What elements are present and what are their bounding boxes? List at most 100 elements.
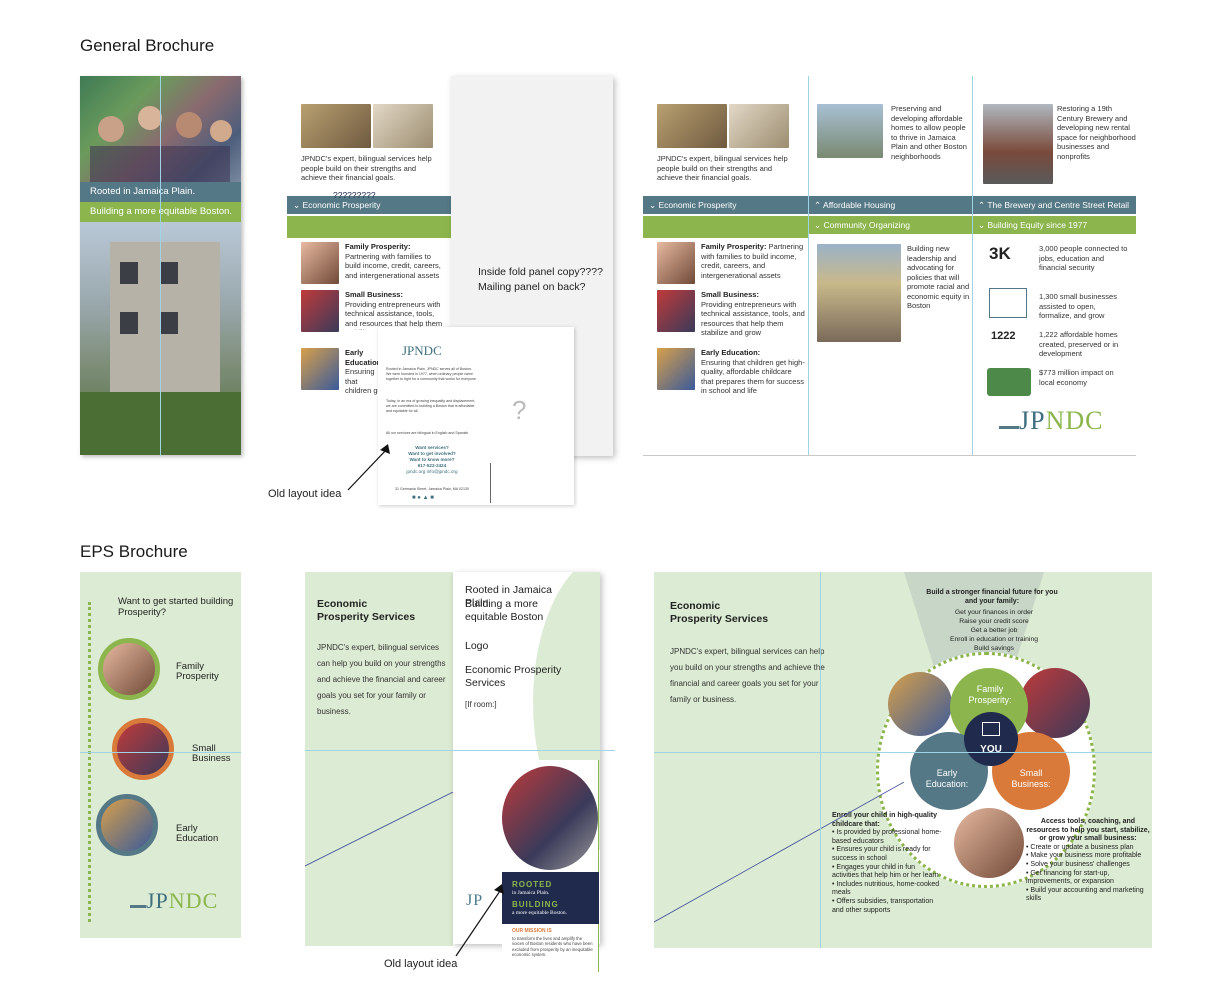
logo-bars-icon (130, 893, 146, 908)
money-stack-icon (987, 368, 1031, 396)
chevron-down-icon: ⌄ (293, 200, 301, 210)
eps-cover-business: Small Business (192, 743, 231, 764)
circle-education-photo (888, 672, 952, 736)
green-bar (643, 216, 808, 238)
wheel-top-heading: Build a stronger financial future for yo… (926, 589, 1058, 605)
wheel-top-list: Get your finances in order Raise your cr… (949, 609, 1039, 652)
wheel-right-block: Access tools, coaching, and resources to… (1026, 818, 1150, 903)
diagonal-line (654, 782, 905, 923)
chevron-down-icon: ⌄ (978, 220, 986, 230)
guide-line (305, 750, 615, 751)
housing-bar: ⌃ Affordable Housing (808, 196, 972, 214)
section-title-general: General Brochure (80, 36, 215, 55)
photo-housing (817, 104, 883, 158)
wheel-education-label: Early Education: (925, 768, 969, 789)
eps-services-panel: Economic Prosperity Services JPNDC's exp… (305, 572, 453, 946)
old-card-address: 31 Germania Street, Jamaica Plain, MA 02… (395, 487, 469, 491)
brewery-text: Restoring a 19th Century Brewery and dev… (1057, 104, 1136, 161)
old-card-logo: JPNDC (402, 343, 442, 358)
old-card-cta: Want services?Want to get involved?Want … (406, 445, 458, 474)
circle-family-photo (954, 808, 1024, 878)
stat-impact: $773 million impact on local economy (1039, 368, 1114, 387)
circle-education-photo (96, 794, 158, 856)
you-circle (964, 712, 1018, 766)
education-text: Early Education:Ensuring that children g… (701, 348, 805, 395)
dotted-curve (88, 602, 91, 922)
eps-services-body: JPNDC's expert, bilingual services can h… (317, 643, 446, 716)
eps-old-building-sub: a more equitable Boston. (512, 910, 567, 916)
old-card-p1: Rooted in Jamaica Plain, JPNDC serves al… (386, 367, 477, 381)
logo-bars-icon (999, 411, 1019, 429)
guide-line (820, 572, 821, 948)
chevron-down-icon: ⌄ (649, 200, 657, 210)
stat-3k-icon: 3K (989, 244, 1011, 263)
eps-services-heading: Economic Prosperity Services (317, 598, 416, 623)
photo-brewery (983, 104, 1053, 184)
business-text: Small Business:Providing entrepreneurs w… (345, 290, 443, 330)
eps-fold-services: Economic Prosperity Services (465, 664, 562, 689)
jpndc-logo: JPNDC (999, 406, 1103, 436)
old-layout-caption-2: Old layout idea (384, 958, 458, 970)
guide-line (643, 455, 1136, 456)
organizing-bar: ⌄ Community Organizing (808, 216, 972, 234)
section-title-eps: EPS Brochure (80, 542, 188, 561)
general-spread: JPNDC's expert, bilingual services help … (643, 76, 1136, 456)
photo-clients (657, 104, 727, 148)
jpndc-logo-partial: JP (466, 892, 484, 909)
old-card-p2: Today, in an era of growing inequality a… (386, 399, 476, 413)
photo-office (373, 104, 433, 148)
chevron-up-icon: ⌃ (978, 200, 986, 210)
old-layout-card: JPNDC Rooted in Jamaica Plain, JPNDC ser… (378, 327, 574, 505)
arrow-icon (347, 444, 390, 491)
guide-line (160, 76, 161, 456)
photo-business (657, 290, 695, 332)
photo-business (301, 290, 339, 332)
eps-old-rooted: ROOTED (512, 880, 553, 889)
photo-family (657, 242, 695, 284)
guide-line (972, 76, 973, 456)
mailing-stamp (490, 463, 502, 503)
eco-prosperity-bar: ⌄ Economic Prosperity (643, 196, 808, 214)
photo-statehouse (817, 244, 901, 342)
photo-education (301, 348, 339, 390)
eps-fold-rooted: Rooted in Jamaica Plain (465, 584, 552, 609)
navy-block: ROOTED in Jamaica Plain. BUILDING a more… (502, 872, 599, 924)
housing-text: Preserving and developing affordable hom… (891, 104, 967, 161)
circle-family-photo (98, 638, 160, 700)
people-icon (982, 722, 1000, 736)
question-marks: ????????? (333, 190, 376, 200)
brewery-bar: ⌃ The Brewery and Centre Street Retail (972, 196, 1136, 214)
old-card-p3: All our services are bilingual in Englis… (386, 431, 469, 435)
chevron-up-icon: ⌃ (814, 200, 822, 210)
intro-text: JPNDC's expert, bilingual services help … (301, 154, 432, 182)
circle-business-photo (112, 718, 174, 780)
stat-businesses: 1,300 small businesses assisted to open,… (1039, 292, 1117, 320)
stat-homes-icon: 1222 (991, 330, 1016, 342)
wheel-left-block: Enroll your child in high-quality childc… (832, 812, 942, 914)
fold-note: Inside fold panel copy???? Mailing panel… (478, 265, 618, 295)
guide-line (654, 752, 1152, 753)
eps-spread-body: JPNDC's expert, bilingual services can h… (670, 647, 825, 704)
fold-note-line2: Mailing panel on back? (478, 281, 586, 293)
eps-old-layout-card: ROOTED in Jamaica Plain. BUILDING a more… (502, 760, 599, 972)
storefront-icon (989, 288, 1027, 318)
eps-cover-heading: Want to get started building Prosperity? (118, 596, 234, 618)
wheel-business-label: Small Business: (1011, 768, 1051, 789)
fold-note-line1: Inside fold panel copy???? (478, 266, 603, 278)
question-sketch: ? (512, 395, 527, 425)
eps-old-mission: OUR MISSION IS (512, 928, 552, 934)
family-text: Family Prosperity: Partnering with famil… (701, 242, 804, 280)
ribbon-cutting-photo (502, 766, 598, 870)
eps-cover-panel: Want to get started building Prosperity?… (80, 572, 241, 938)
eps-cover-education: Early Education (176, 823, 219, 844)
arrow-icon (455, 884, 504, 957)
wheel-family-label: Family Prosperity: (968, 684, 1012, 705)
equity-bar: ⌄ Building Equity since 1977 (972, 216, 1136, 234)
jpndc-logo: JPNDC (130, 888, 218, 914)
photo-clients (301, 104, 371, 148)
stat-people: 3,000 people connected to jobs, educatio… (1039, 244, 1128, 272)
education-text: Early Education:Ensuring that children g… (345, 348, 385, 396)
social-icons: ■ ● ▲ ■ (412, 495, 434, 501)
eps-old-building: BUILDING (512, 900, 559, 909)
eps-cover-family: Family Prosperity (176, 661, 219, 682)
